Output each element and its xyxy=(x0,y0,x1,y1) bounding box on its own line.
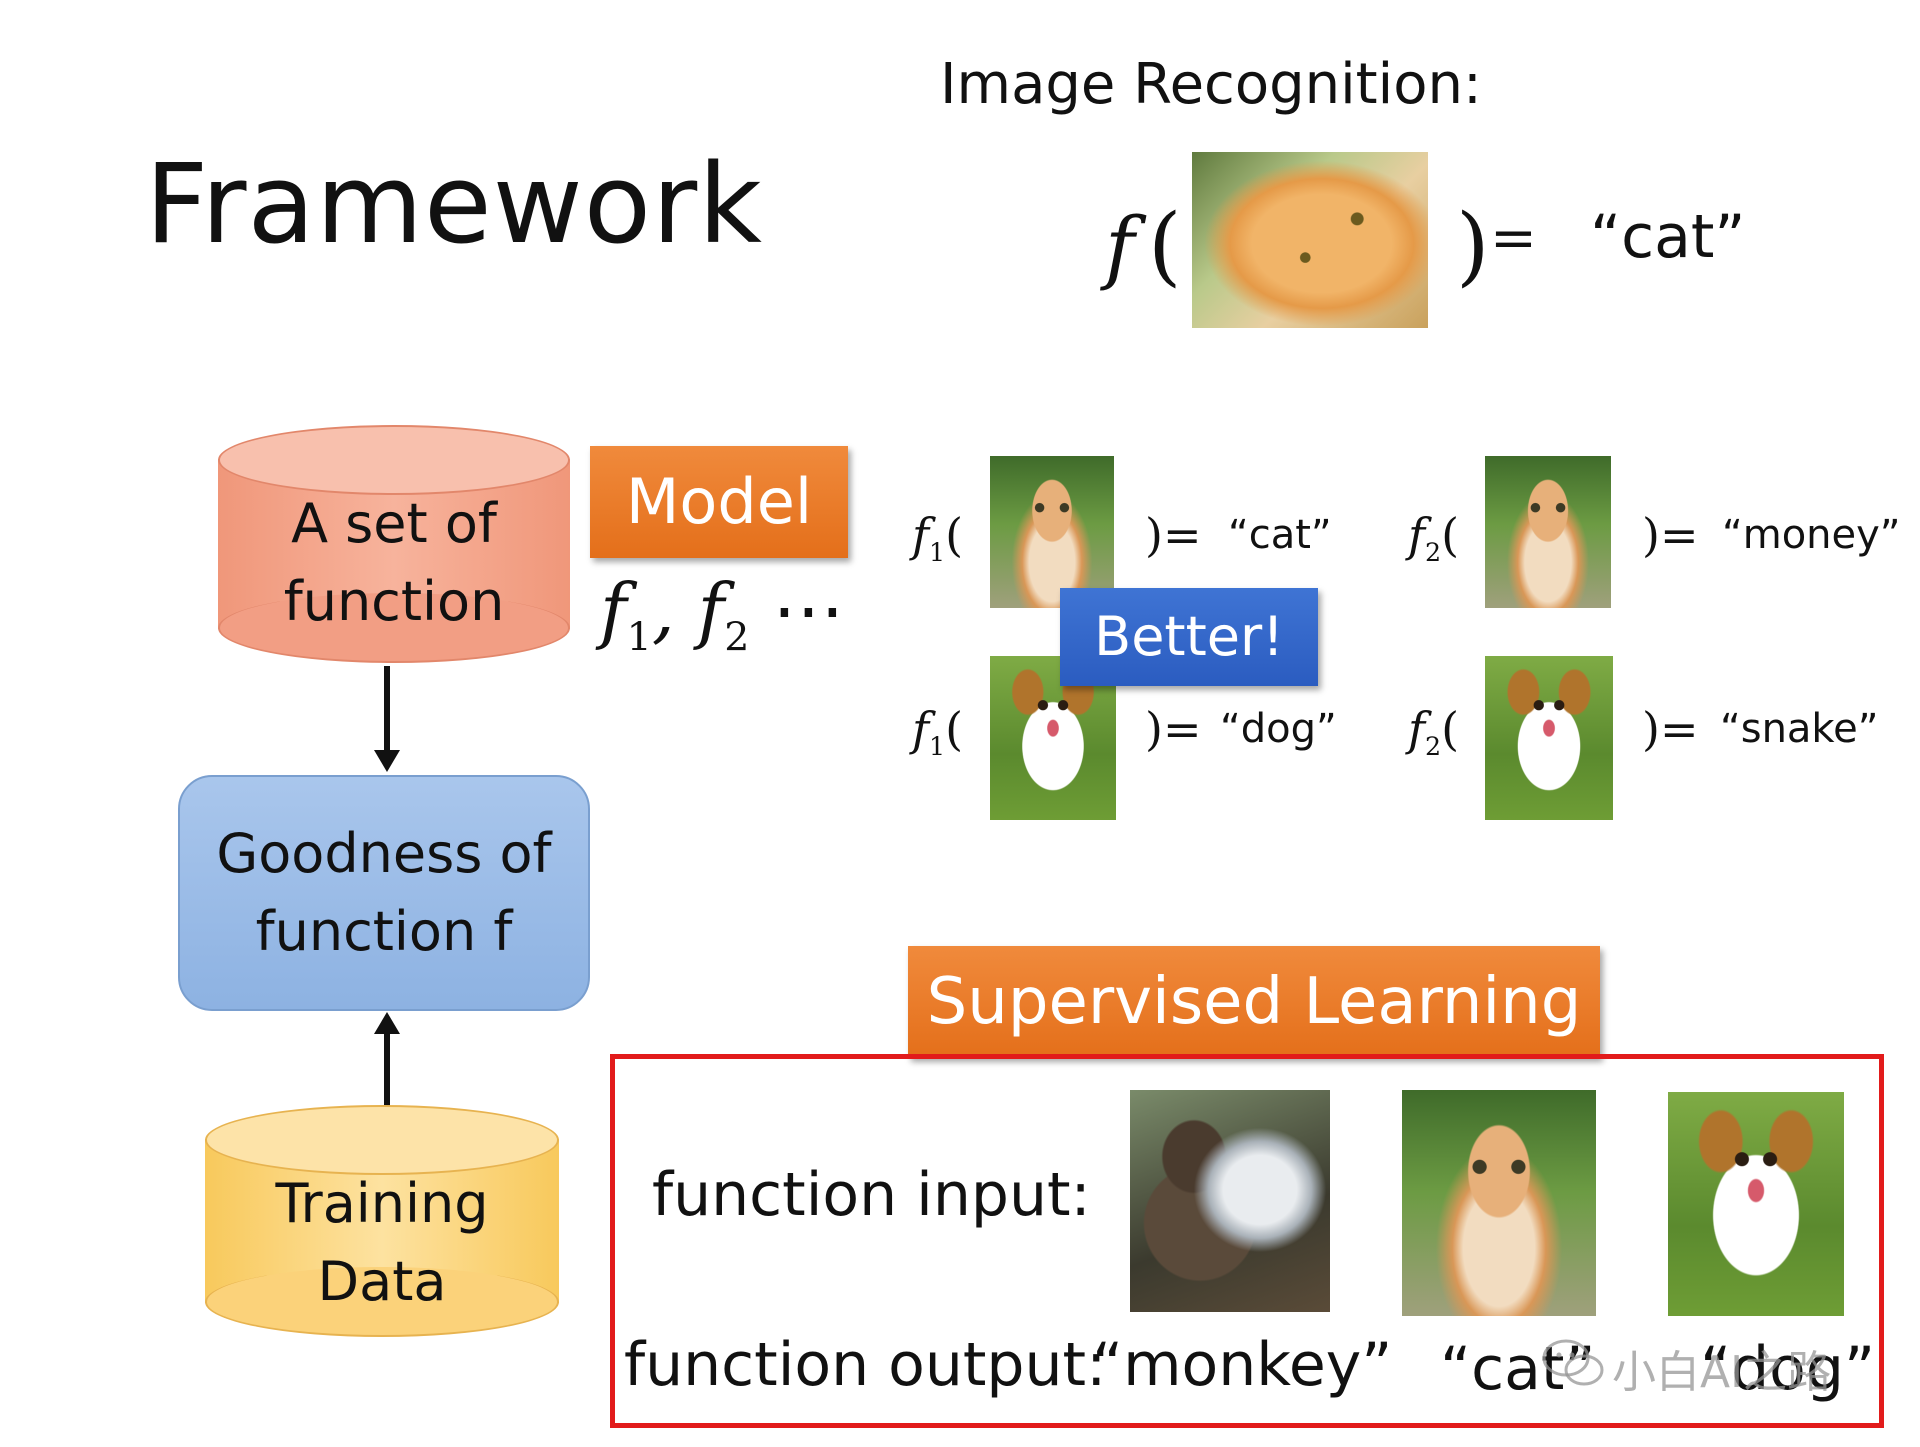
arrow-down-line xyxy=(384,666,390,758)
better-label: Better! xyxy=(1060,588,1318,686)
goodness-line1: Goodness of xyxy=(216,822,552,885)
training-data-line2: Data xyxy=(317,1250,447,1313)
function-set-line2: function xyxy=(283,570,505,633)
output-dog: “dog” xyxy=(1700,1334,1876,1404)
page-title: Framework xyxy=(145,140,763,268)
training-data-cylinder: Training Data xyxy=(205,1105,559,1337)
output-cat: “cat” xyxy=(1440,1334,1596,1404)
supervised-learning-label: Supervised Learning xyxy=(908,946,1600,1058)
comparison-2-output: “money” xyxy=(1722,512,1901,558)
training-data-line1: Training xyxy=(275,1172,489,1235)
function-output-label: function output: xyxy=(624,1330,1107,1400)
comparison-1-fn: f1( xyxy=(912,508,964,568)
training-kitten-photo xyxy=(1402,1090,1596,1316)
comparison-4-fn: f2( xyxy=(1408,702,1460,762)
supervised-learning-frame xyxy=(610,1054,1884,1428)
recognition-fn-symbol: f xyxy=(1105,200,1135,293)
comparison-1-equals: )= xyxy=(1145,508,1202,562)
model-function-list: f1, f2 ⋯ xyxy=(600,568,845,661)
comparison-2-kitten-photo xyxy=(1485,456,1611,608)
arrow-down-head xyxy=(374,750,400,772)
cat-photo xyxy=(1192,152,1428,328)
goodness-line2: function f xyxy=(255,900,513,963)
model-label: Model xyxy=(590,446,848,558)
recognition-open-paren: ( xyxy=(1148,196,1182,296)
watermark-text: 小白AI之路 xyxy=(1612,1347,1832,1398)
comparison-3-equals: )= xyxy=(1145,702,1202,756)
comparison-1-kitten-photo xyxy=(990,456,1114,608)
arrow-up-line xyxy=(384,1032,390,1128)
training-puppy-photo xyxy=(1668,1092,1844,1316)
function-input-label: function input: xyxy=(652,1160,1091,1230)
function-set-line1: A set of xyxy=(291,492,497,555)
monkey-photo xyxy=(1130,1090,1330,1312)
output-monkey: “monkey” xyxy=(1092,1330,1393,1400)
recognition-output: “cat” xyxy=(1590,202,1746,272)
comparison-3-fn: f1( xyxy=(912,702,964,762)
goodness-box: Goodness of function f xyxy=(178,775,590,1011)
recognition-equals: = xyxy=(1490,206,1537,271)
comparison-4-equals: )= xyxy=(1642,702,1699,756)
comparison-1-output: “cat” xyxy=(1228,512,1332,558)
comparison-2-equals: )= xyxy=(1642,508,1699,562)
function-set-cylinder: A set of function xyxy=(218,425,570,663)
image-recognition-heading: Image Recognition: xyxy=(940,52,1482,117)
wechat-icon xyxy=(1542,1338,1606,1390)
comparison-4-puppy-photo xyxy=(1485,656,1613,820)
recognition-close-paren: ) xyxy=(1456,196,1490,296)
comparison-2-fn: f2( xyxy=(1408,508,1460,568)
arrow-up-head xyxy=(374,1012,400,1034)
comparison-4-output: “snake” xyxy=(1720,706,1879,752)
comparison-3-output: “dog” xyxy=(1220,706,1337,752)
